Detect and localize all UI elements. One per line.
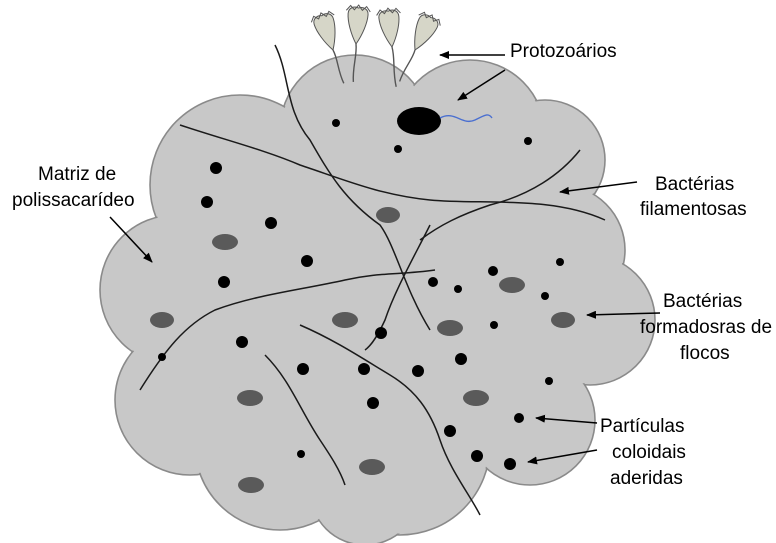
colloidal-particle bbox=[545, 377, 553, 385]
colloidal-particle bbox=[455, 353, 467, 365]
bacterium-ellipse bbox=[150, 312, 174, 328]
label-floc-formers-line3: flocos bbox=[680, 343, 730, 364]
protozoan-bell bbox=[378, 9, 402, 48]
colloidal-particle bbox=[428, 277, 438, 287]
colloidal-particle bbox=[218, 276, 230, 288]
bacterium-ellipse bbox=[238, 477, 264, 493]
colloidal-particle bbox=[201, 196, 213, 208]
bacterium-ellipse bbox=[463, 390, 489, 406]
label-matrix-line1: Matriz de bbox=[38, 164, 116, 185]
colloidal-particle bbox=[158, 353, 166, 361]
bacterium-ellipse bbox=[212, 234, 238, 250]
bacterium-ellipse bbox=[437, 320, 463, 336]
colloidal-particle bbox=[444, 425, 456, 437]
label-protozoa: Protozoários bbox=[510, 41, 617, 62]
bacterium-ellipse bbox=[499, 277, 525, 293]
colloidal-particle bbox=[236, 336, 248, 348]
colloidal-particle bbox=[210, 162, 222, 174]
colloidal-particle bbox=[265, 217, 277, 229]
bacterium-ellipse bbox=[332, 312, 358, 328]
colloidal-particle bbox=[488, 266, 498, 276]
colloidal-particle bbox=[412, 365, 424, 377]
colloidal-particle bbox=[504, 458, 516, 470]
bacterium-ellipse bbox=[359, 459, 385, 475]
colloidal-particle bbox=[541, 292, 549, 300]
colloidal-particle bbox=[471, 450, 483, 462]
label-filamentous-line2: filamentosas bbox=[640, 199, 747, 220]
colloidal-particle bbox=[454, 285, 462, 293]
bacterium-ellipse bbox=[237, 390, 263, 406]
colloidal-particle bbox=[490, 321, 498, 329]
label-filamentous-line1: Bactérias bbox=[655, 174, 734, 195]
bacterium-ellipse bbox=[397, 107, 441, 135]
label-floc-formers-line1: Bactérias bbox=[663, 291, 742, 312]
colloidal-particle bbox=[514, 413, 524, 423]
colloidal-particle bbox=[394, 145, 402, 153]
colloidal-particle bbox=[301, 255, 313, 267]
protozoan-bell bbox=[346, 7, 369, 45]
label-matrix-line2: polissacarídeo bbox=[12, 190, 135, 211]
colloidal-particle bbox=[367, 397, 379, 409]
bacterium-ellipse bbox=[551, 312, 575, 328]
label-colloids-line2: coloidais bbox=[612, 442, 686, 463]
bacterium-ellipse bbox=[376, 207, 400, 223]
colloidal-particle bbox=[332, 119, 340, 127]
label-colloids-line1: Partículas bbox=[600, 416, 684, 437]
colloidal-particle bbox=[556, 258, 564, 266]
floc-lobe-fill bbox=[466, 356, 593, 483]
colloidal-particle bbox=[297, 450, 305, 458]
colloidal-particle bbox=[358, 363, 370, 375]
label-colloids-line3: aderidas bbox=[610, 468, 683, 489]
protozoan-bell bbox=[406, 13, 440, 55]
colloidal-particle bbox=[524, 137, 532, 145]
colloidal-particle bbox=[297, 363, 309, 375]
label-floc-formers-line2: formadosras de bbox=[640, 317, 772, 338]
colloidal-particle bbox=[375, 327, 387, 339]
